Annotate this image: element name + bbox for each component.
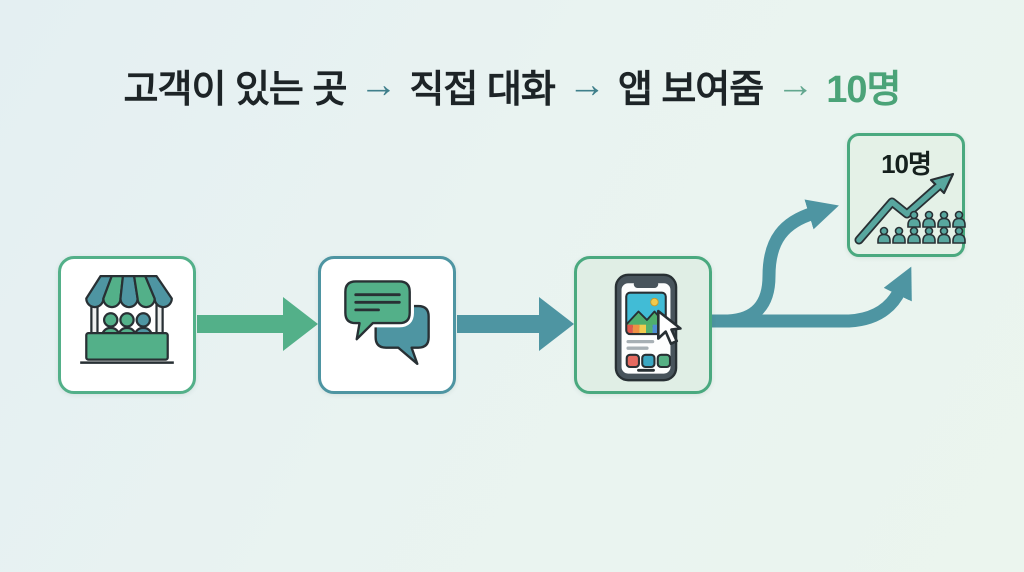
result-count-label: 10명 [881, 149, 932, 179]
app-text-lines [626, 339, 655, 350]
arrow-right-icon: → [776, 64, 814, 106]
step-box-chat [318, 256, 456, 394]
growth-chart-icon [854, 172, 966, 245]
people-group-icon [877, 210, 966, 244]
mouse-cursor-icon [657, 309, 682, 346]
title-step-location: 고객이 있는 곳 [123, 69, 348, 111]
stall-counter [85, 332, 169, 361]
arrow-right-icon: → [359, 64, 397, 106]
app-buttons [625, 353, 672, 369]
title-step-show-app: 앱 보여줌 [617, 69, 764, 111]
growth-arrow-line [856, 181, 944, 243]
arrow-chat-to-app [457, 297, 574, 351]
arrow-market-to-chat [197, 297, 318, 351]
arrow-right-icon: → [567, 64, 606, 106]
title-result-count: 10명 [826, 69, 901, 111]
market-stall-icon [80, 275, 174, 364]
curved-arrow-app-to-result-lower [705, 266, 912, 328]
step-box-app [574, 256, 712, 394]
phone-notch [633, 280, 659, 288]
title-step-talk: 직접 대화 [409, 69, 555, 111]
page-title: 고객이 있는 곳 → 직접 대화 → 앱 보여줌 → 10명 [0, 58, 1024, 113]
stall-awning [85, 275, 173, 309]
curved-arrow-app-to-result-upper [721, 199, 839, 328]
step-box-result: 10명 [847, 133, 966, 257]
chat-bubbles-icon [341, 277, 430, 365]
chat-text-lines [354, 293, 401, 312]
step-box-market [58, 256, 196, 394]
